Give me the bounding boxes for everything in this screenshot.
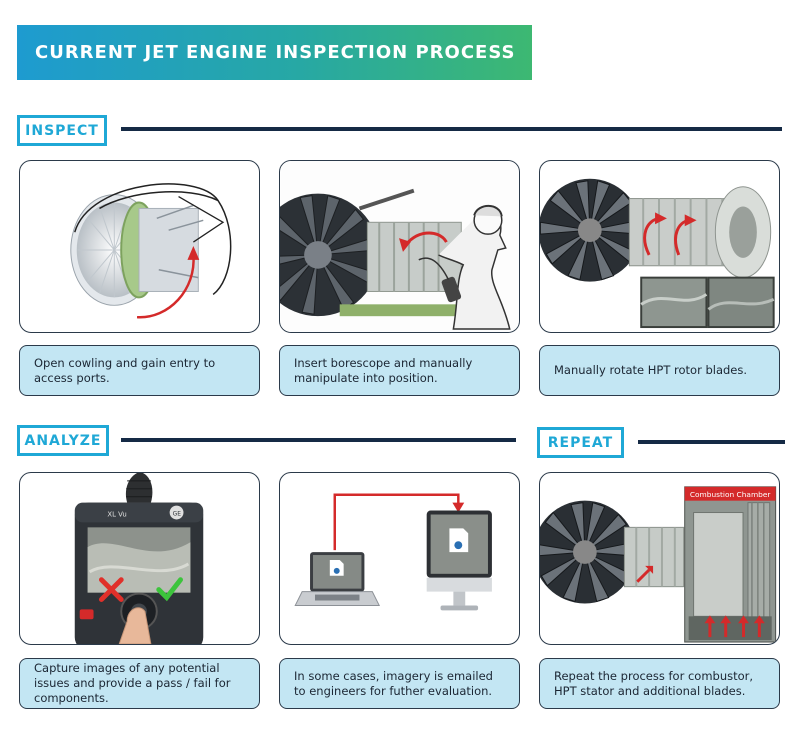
step-image-insert-borescope	[279, 160, 520, 333]
pass-check-icon	[156, 577, 183, 602]
step-image-capture: XL Vu GE	[19, 472, 260, 645]
monitor-icon	[426, 510, 492, 611]
section-rule-repeat	[638, 440, 785, 444]
hpt-rotor-icon	[540, 178, 775, 329]
page-title: CURRENT JET ENGINE INSPECTION PROCESS	[17, 25, 532, 80]
step-caption-4: Capture images of any potential issues a…	[19, 658, 260, 709]
section-rule-analyze	[121, 438, 516, 442]
step-image-rotate-hpt	[539, 160, 780, 333]
step-caption-6: Repeat the process for combustor, HPT st…	[539, 658, 780, 709]
section-label-inspect: INSPECT	[17, 115, 107, 146]
laptop-icon	[294, 493, 492, 611]
borescope-operator-icon	[280, 161, 519, 332]
engine-cowling-icon	[70, 183, 232, 319]
section-label-analyze: ANALYZE	[17, 425, 109, 456]
step-caption-5: In some cases, imagery is emailed to eng…	[279, 658, 520, 709]
step-image-open-cowling	[19, 160, 260, 333]
step-caption-1: Open cowling and gain entry to access po…	[19, 345, 260, 396]
borescope-device-icon: XL Vu GE	[74, 473, 204, 644]
device-model-label: XL Vu	[107, 510, 126, 518]
step-image-email	[279, 472, 520, 645]
section-label-repeat: REPEAT	[537, 427, 624, 458]
step-caption-3: Manually rotate HPT rotor blades.	[539, 345, 780, 396]
device-brand-logo: GE	[173, 511, 182, 518]
section-rule-inspect	[121, 127, 782, 131]
fail-cross-icon	[98, 577, 124, 602]
combustion-chamber-label: Combustion Chamber	[690, 490, 772, 499]
step-caption-2: Insert borescope and manually manipulate…	[279, 345, 520, 396]
combustion-chamber-icon: Combustion Chamber	[540, 486, 777, 643]
step-image-repeat: Combustion Chamber	[539, 472, 780, 645]
